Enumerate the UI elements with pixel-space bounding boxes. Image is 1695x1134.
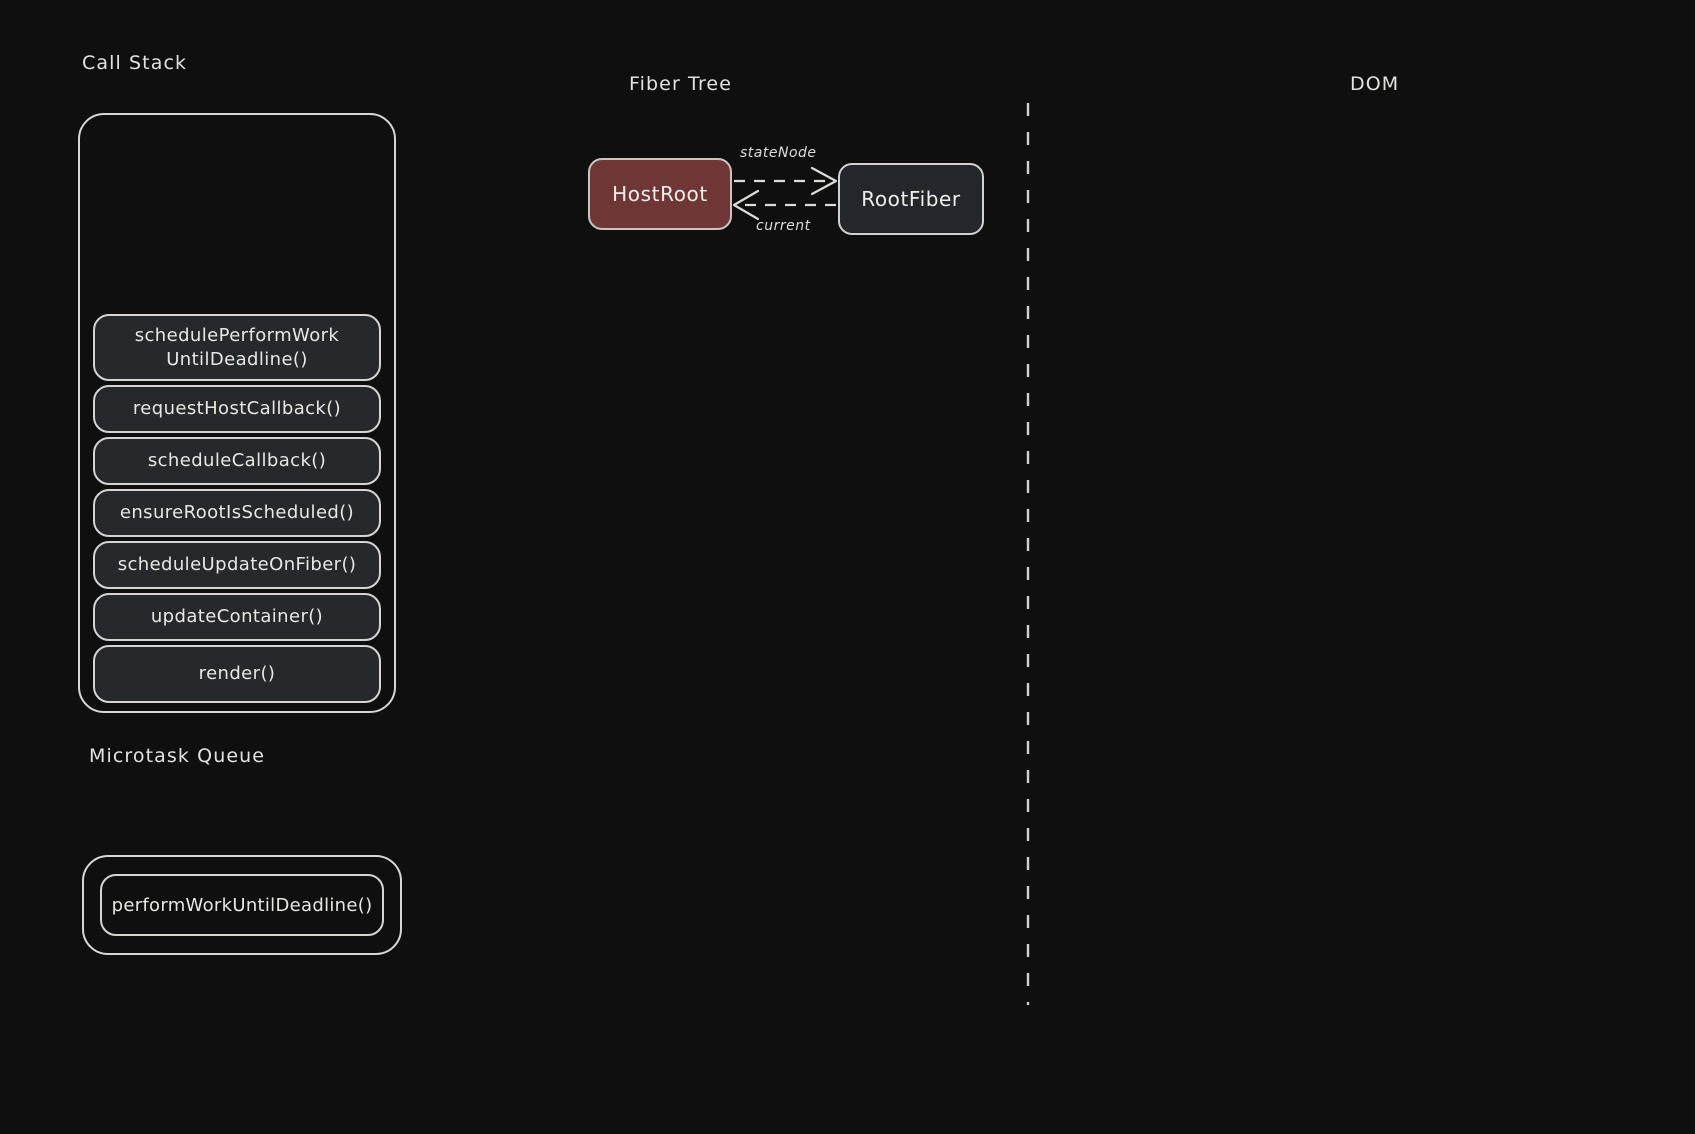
- call-stack-frame[interactable]: scheduleUpdateOnFiber(): [93, 541, 381, 589]
- fiber-tree-title: Fiber Tree: [629, 73, 733, 95]
- edge-label-statenode: stateNode: [740, 145, 817, 161]
- call-stack-frame[interactable]: render(): [93, 645, 381, 703]
- microtask-queue-title: Microtask Queue: [89, 745, 266, 767]
- edge-label-current: current: [756, 218, 811, 234]
- call-stack-title: Call Stack: [82, 52, 188, 74]
- fiber-node-hostroot[interactable]: HostRoot: [588, 158, 732, 230]
- fiber-node-rootfiber[interactable]: RootFiber: [838, 163, 984, 235]
- call-stack-frame[interactable]: requestHostCallback(): [93, 385, 381, 433]
- call-stack-frame[interactable]: ensureRootIsScheduled(): [93, 489, 381, 537]
- microtask-queue-item[interactable]: performWorkUntilDeadline(): [100, 874, 384, 936]
- call-stack-frame[interactable]: scheduleCallback(): [93, 437, 381, 485]
- dom-title: DOM: [1350, 73, 1400, 95]
- call-stack-frame[interactable]: updateContainer(): [93, 593, 381, 641]
- microtask-queue-container: performWorkUntilDeadline(): [82, 855, 402, 955]
- edge-statenode: [734, 166, 838, 196]
- edge-current: [732, 189, 836, 221]
